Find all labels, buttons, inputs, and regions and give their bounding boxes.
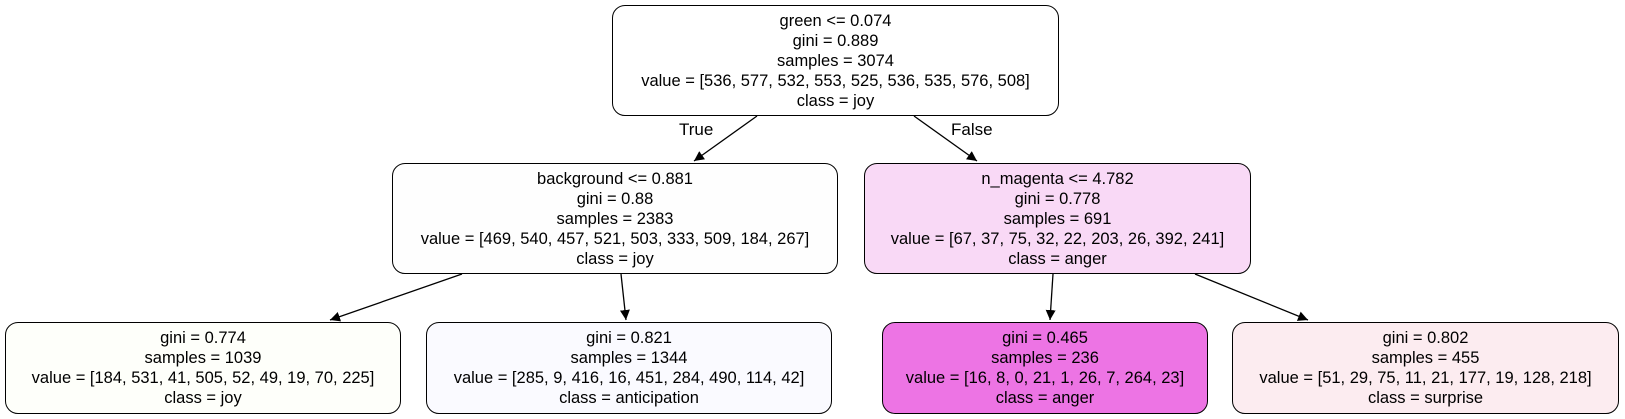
node-samples: samples = 3074 [777,51,894,70]
edge-label-false: False [951,120,993,139]
edge-background-right [619,273,630,321]
node-class: class = anger [995,389,1095,407]
node-samples: samples = 455 [1371,349,1480,367]
tree-leaf-joy: gini = 0.774 samples = 1039 value = [184… [5,322,401,414]
node-value: value = [67, 37, 75, 32, 22, 203, 26, 39… [890,229,1225,248]
node-value: value = [469, 540, 457, 521, 503, 333, 5… [420,229,810,248]
node-value: value = [285, 9, 416, 16, 451, 284, 490,… [453,369,805,387]
node-class: class = joy [576,249,654,268]
node-class: class = joy [796,91,875,110]
node-class: class = anger [1008,249,1107,268]
node-gini: gini = 0.889 [792,31,879,50]
edge-magenta-left [1045,273,1056,321]
node-gini: gini = 0.778 [1014,189,1101,208]
node-class: class = surprise [1367,389,1484,407]
tree-node-magenta-split: n_magenta <= 4.782 gini = 0.778 samples … [864,163,1251,274]
node-samples: samples = 1344 [570,349,688,367]
tree-leaf-surprise: gini = 0.802 samples = 455 value = [51, … [1232,322,1619,414]
node-samples: samples = 1039 [144,349,262,367]
node-value: value = [184, 531, 41, 505, 52, 49, 19, … [31,369,375,387]
node-class: class = joy [164,389,242,407]
edge-label-true: True [679,120,714,139]
node-value: value = [536, 577, 532, 553, 525, 536, 5… [641,71,1030,90]
node-gini: gini = 0.465 [1002,329,1088,347]
node-value: value = [51, 29, 75, 11, 21, 177, 19, 12… [1259,369,1592,387]
node-split: background <= 0.881 [537,169,693,188]
node-gini: gini = 0.821 [586,329,672,347]
node-value: value = [16, 8, 0, 21, 1, 26, 7, 264, 23… [905,369,1185,387]
tree-leaf-anticipation: gini = 0.821 samples = 1344 value = [285… [426,322,832,414]
node-split: n_magenta <= 4.782 [981,169,1134,188]
node-samples: samples = 691 [1003,209,1112,228]
edge-background-left [329,273,463,322]
edge-root-left [693,115,758,162]
node-gini: gini = 0.88 [576,189,654,208]
node-samples: samples = 236 [991,349,1099,367]
node-split: green <= 0.074 [779,11,892,30]
node-gini: gini = 0.802 [1382,329,1469,347]
node-samples: samples = 2383 [556,209,674,228]
edge-magenta-right [1194,273,1309,321]
node-class: class = anticipation [559,389,699,407]
edge-root-right [913,115,978,162]
tree-leaf-anger: gini = 0.465 samples = 236 value = [16, … [882,322,1208,414]
node-gini: gini = 0.774 [160,329,246,347]
tree-node-root: green <= 0.074 gini = 0.889 samples = 30… [612,5,1059,116]
tree-node-background-split: background <= 0.881 gini = 0.88 samples … [392,163,838,274]
